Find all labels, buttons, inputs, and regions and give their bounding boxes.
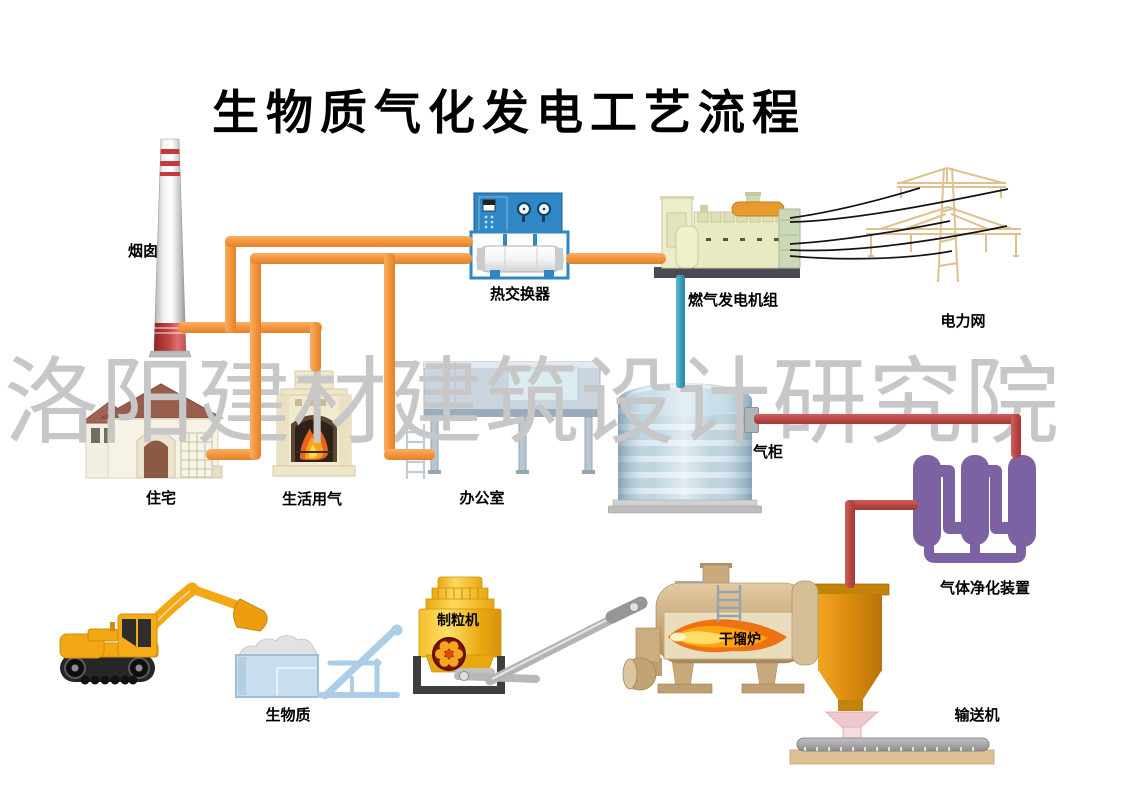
label-chimney: 烟囱 <box>127 242 159 260</box>
label-gas-purifier: 气体净化装置 <box>939 579 1031 597</box>
pipe-house-feed <box>206 449 257 460</box>
label-residence: 住宅 <box>145 489 177 507</box>
pipe-heatx-riser <box>225 236 236 333</box>
pipe-office-drop <box>384 253 395 454</box>
power-wires <box>780 160 1030 270</box>
label-biomass: 生物质 <box>265 706 311 724</box>
label-pelletizer: 制粒机 <box>437 613 479 629</box>
pipe-purifier-inlet <box>1011 414 1021 458</box>
pipe-tank-to-purifier <box>754 414 1021 424</box>
heat-exchanger-illustration <box>466 190 572 282</box>
pipe-heatx-top <box>225 236 473 247</box>
gas-tank-illustration <box>608 378 762 514</box>
label-office: 办公室 <box>459 489 505 507</box>
label-retort-furnace: 干馏炉 <box>719 632 761 648</box>
chimney-illustration <box>145 136 195 358</box>
belt-conveyor-illustration <box>788 735 996 767</box>
pipe-cyclone-riser <box>845 500 855 588</box>
diagram-title: 生物质气化发电工艺流程 <box>212 86 806 141</box>
feed-arm-illustration <box>448 594 652 689</box>
cyclone-hopper-illustration <box>810 582 892 714</box>
watermark-text: 洛阳建材建筑设计研究院 <box>4 348 1061 458</box>
pipe-generator-to-tank <box>676 275 685 388</box>
pipe-office-feed <box>384 449 435 460</box>
fireplace-illustration <box>270 366 360 482</box>
label-heat-exchanger: 热交换器 <box>489 285 551 303</box>
label-gas-tank: 气柜 <box>752 443 784 461</box>
retort-furnace-illustration <box>612 552 902 698</box>
label-generator: 燃气发电机组 <box>687 291 779 309</box>
office-illustration <box>398 356 606 482</box>
excavator-illustration <box>55 578 270 690</box>
biomass-bin-illustration <box>228 618 410 704</box>
gas-generator-illustration <box>648 190 893 282</box>
pipe-fireplace-drop <box>310 322 321 372</box>
label-power-grid: 电力网 <box>940 312 986 330</box>
residence-illustration <box>78 378 226 484</box>
gas-purifier-illustration <box>890 448 1050 568</box>
pipe-main-gas-right <box>566 253 666 264</box>
pipe-main-gas-left <box>250 253 472 264</box>
pelletizer-illustration <box>410 574 506 696</box>
pipe-house-riser <box>250 253 261 460</box>
pipe-purifier-outlet <box>850 500 918 510</box>
label-conveyor: 输送机 <box>954 706 1000 724</box>
label-domestic-gas: 生活用气 <box>281 490 343 508</box>
